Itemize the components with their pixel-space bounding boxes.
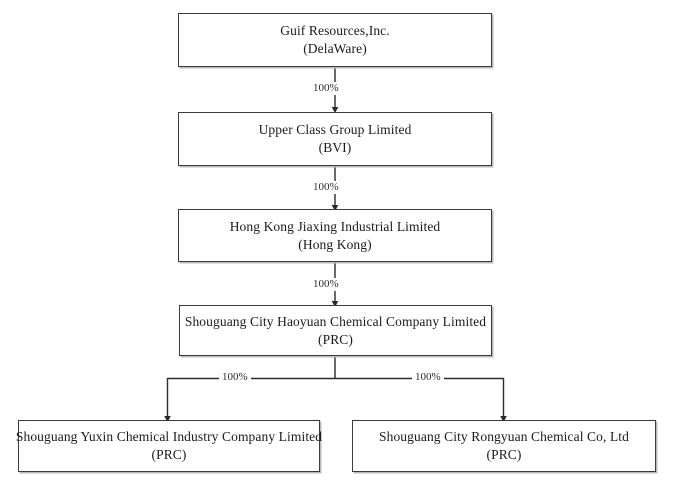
ownership-label-haoyuan-to-rongyuan: 100% [412,372,444,383]
org-node-name: Shouguang Yuxin Chemical Industry Compan… [15,429,323,445]
org-node-jurisdiction: (PRC) [486,447,522,462]
org-node-jurisdiction: (Hong Kong) [298,236,372,252]
org-node-jurisdiction: (BVI) [318,140,352,155]
org-node-name: Shouguang City Rongyuan Chemical Co, Ltd [379,429,629,445]
org-node-upper-class[interactable]: Upper Class Group Limited (BVI) [178,112,492,166]
org-node-parent[interactable]: Guif Resources,Inc. (DelaWare) [178,13,492,67]
ownership-label-parent-to-upper-class: 100% [311,82,341,95]
ownership-label-haoyuan-to-yuxin: 100% [219,372,251,383]
org-node-name: Guif Resources,Inc. [280,23,390,39]
org-node-yuxin[interactable]: Shouguang Yuxin Chemical Industry Compan… [15,420,323,472]
ownership-label-upper-class-to-hong-kong: 100% [311,181,341,194]
org-node-jurisdiction: (PRC) [317,331,353,347]
ownership-label-hong-kong-to-haoyuan: 100% [311,278,341,291]
org-node-haoyuan[interactable]: Shouguang City Haoyuan Chemical Company … [179,305,492,356]
org-node-name: Hong Kong Jiaxing Industrial Limited [229,218,441,234]
org-node-name: Shouguang City Haoyuan Chemical Company … [184,313,487,329]
org-node-rongyuan[interactable]: Shouguang City Rongyuan Chemical Co, Ltd… [352,420,656,472]
org-node-jurisdiction: (DelaWare) [303,41,367,56]
org-node-hong-kong[interactable]: Hong Kong Jiaxing Industrial Limited (Ho… [178,209,492,262]
org-node-name: Upper Class Group Limited [258,122,412,138]
org-node-jurisdiction: (PRC) [151,447,187,462]
